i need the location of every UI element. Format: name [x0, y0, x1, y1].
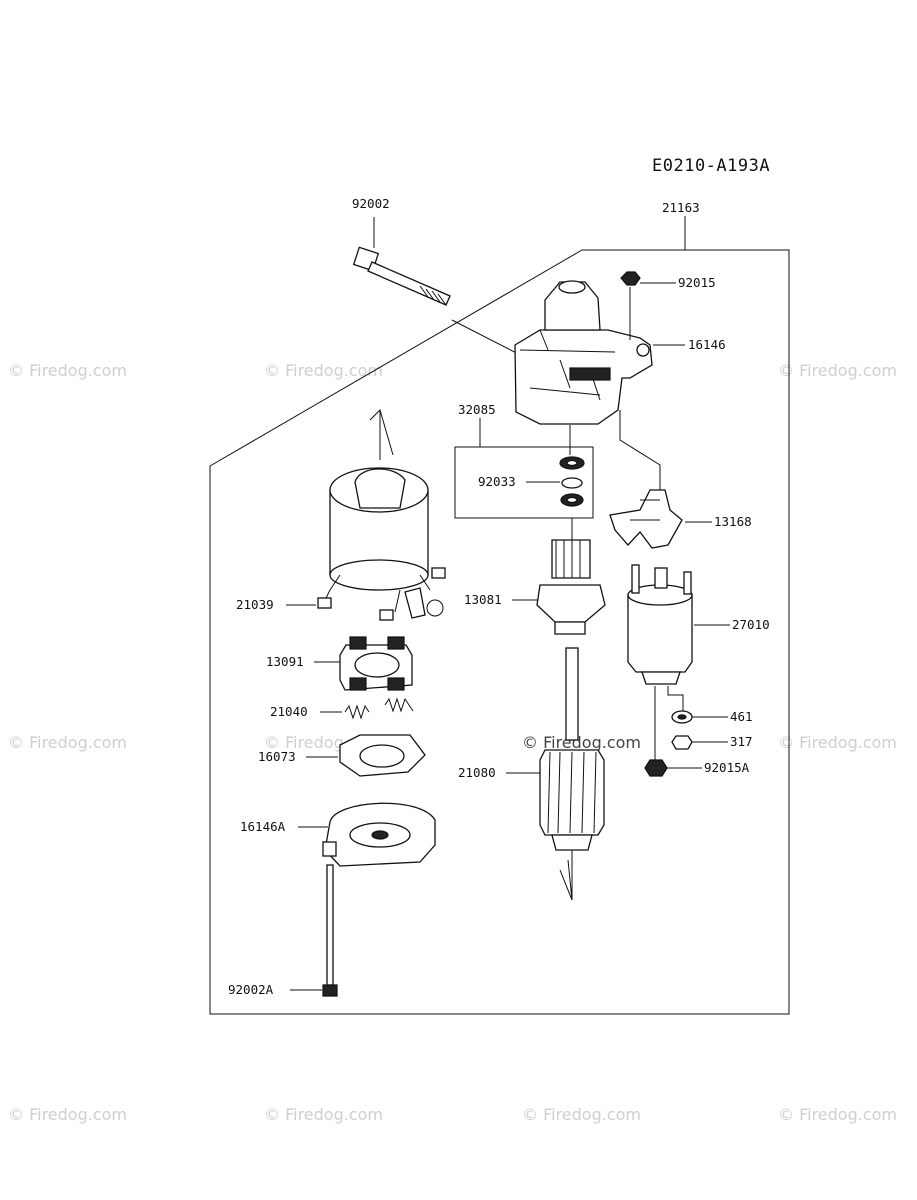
watermark-text: © Firedog.com	[8, 1105, 127, 1124]
washers-92033	[526, 456, 585, 507]
brush-holder-13091	[314, 636, 413, 691]
part-number-label[interactable]: 317	[730, 734, 753, 749]
watermark-text: © Firedog.com	[264, 1105, 383, 1124]
part-number-label[interactable]: 92015	[678, 275, 716, 290]
front-housing-16146	[514, 280, 653, 425]
group-bracket-32085	[454, 446, 594, 519]
part-number-label[interactable]: 21040	[270, 704, 308, 719]
watermark-text: © Firedog.com	[778, 1105, 897, 1124]
springs-21040	[320, 697, 414, 720]
part-number-label[interactable]: 13091	[266, 654, 304, 669]
part-number-label[interactable]: 13168	[714, 514, 752, 529]
pinion-13081	[512, 518, 606, 635]
part-number-label[interactable]: 461	[730, 709, 753, 724]
armature-21080	[506, 647, 605, 901]
part-number-label[interactable]: 92002	[352, 196, 390, 211]
watermark-text: © Firedog.com	[8, 733, 127, 752]
diagram-code: E0210-A193A	[652, 156, 770, 176]
watermark-text: © Firedog.com	[522, 733, 641, 752]
watermark-text: © Firedog.com	[8, 361, 127, 380]
washer-461	[671, 710, 728, 724]
part-number-label[interactable]: 21039	[236, 597, 274, 612]
part-number-label[interactable]: 16146A	[240, 819, 286, 834]
nut-317	[671, 735, 728, 750]
watermarks: © Firedog.com © Firedog.com © Firedog.co…	[8, 361, 897, 1124]
watermark-text: © Firedog.com	[522, 1105, 641, 1124]
part-number-label[interactable]: 32085	[458, 402, 496, 417]
part-number-label[interactable]: 92015A	[704, 760, 750, 775]
assembly-boundary	[209, 249, 790, 1015]
part-number-label[interactable]: 13081	[464, 592, 502, 607]
part-number-label[interactable]: 21080	[458, 765, 496, 780]
solenoid-27010	[627, 564, 730, 760]
watermark-text: © Firedog.com	[778, 361, 897, 380]
through-bolt-92002	[352, 217, 531, 361]
part-labels: 92002 21163 92015 16146 32085 92033 1316…	[228, 196, 770, 997]
watermark-text: © Firedog.com	[778, 733, 897, 752]
part-number-label[interactable]: 92002A	[228, 982, 274, 997]
brush-plate-16073	[306, 734, 426, 777]
part-number-label[interactable]: 27010	[732, 617, 770, 632]
nut-92015A	[644, 759, 702, 777]
through-bolt-92002A	[290, 864, 338, 997]
part-number-label[interactable]: 16073	[258, 749, 296, 764]
shift-lever-13168	[609, 410, 712, 549]
part-number-label[interactable]: 92033	[478, 474, 516, 489]
watermark-text: © Firedog.com	[264, 361, 383, 380]
rear-cover-16146A	[298, 802, 436, 867]
part-number-label[interactable]: 21163	[662, 200, 700, 215]
nut-92015	[620, 271, 676, 340]
yoke-21039	[286, 409, 446, 621]
part-number-label[interactable]: 16146	[688, 337, 726, 352]
